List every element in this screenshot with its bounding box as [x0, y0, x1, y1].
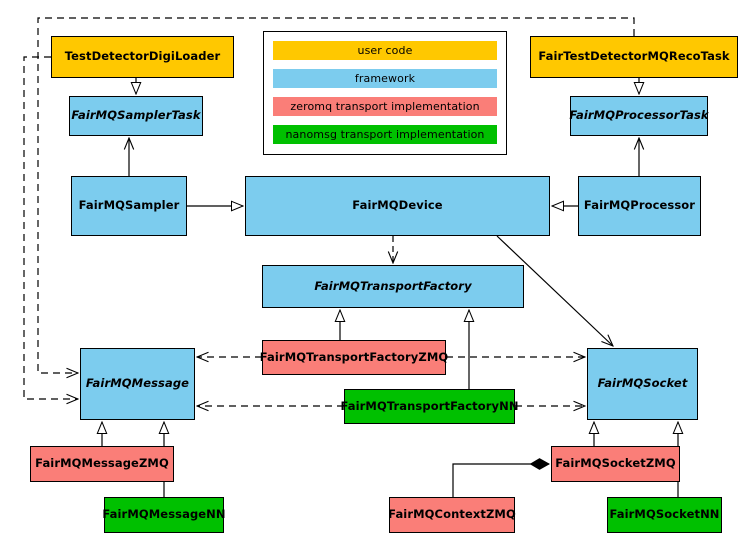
class-label-fairmqprocessortask: FairMQProcessorTask	[569, 108, 709, 123]
class-node-fairmqsocket[interactable]: FairMQSocket	[587, 348, 698, 420]
legend-label-user-code: user code	[357, 44, 413, 57]
class-label-fairmqsamplertask: FairMQSamplerTask	[71, 108, 201, 123]
class-node-fairmqmessagezmq[interactable]: FairMQMessageZMQ	[30, 446, 174, 482]
legend-label-zeromq: zeromq transport implementation	[290, 100, 480, 113]
legend-item-nanomsg: nanomsg transport implementation	[273, 125, 497, 144]
edge-contextzmq-socketzmq	[452, 464, 549, 497]
class-label-fairmqmessagenn: FairMQMessageNN	[102, 507, 226, 522]
class-label-fairmqprocessor: FairMQProcessor	[583, 198, 696, 213]
class-label-fairmqcontextzmq: FairMQContextZMQ	[388, 507, 516, 522]
class-label-fairmqsocketzmq: FairMQSocketZMQ	[555, 456, 676, 471]
class-node-fairmqtransportfactorynn[interactable]: FairMQTransportFactoryNN	[340, 389, 518, 424]
class-label-testdetectordigiloader: TestDetectorDigiLoader	[64, 49, 221, 64]
class-label-fairmqsocket: FairMQSocket	[597, 376, 688, 391]
legend: user code framework zeromq transport imp…	[263, 31, 507, 155]
class-node-fairtestdetectormqrecotask[interactable]: FairTestDetectorMQRecoTask	[530, 36, 738, 78]
class-node-fairmqmessagenn[interactable]: FairMQMessageNN	[102, 497, 226, 533]
class-label-fairmqdevice: FairMQDevice	[352, 198, 443, 213]
class-label-fairmqsampler: FairMQSampler	[78, 198, 180, 213]
legend-item-zeromq: zeromq transport implementation	[273, 97, 497, 116]
legend-item-framework: framework	[273, 69, 497, 88]
class-node-fairmqsocketnn[interactable]: FairMQSocketNN	[607, 497, 722, 533]
class-node-fairmqsamplertask[interactable]: FairMQSamplerTask	[69, 96, 203, 136]
class-node-fairmqtransportfactory[interactable]: FairMQTransportFactory	[262, 265, 524, 308]
class-label-fairmqsocketnn: FairMQSocketNN	[609, 507, 720, 522]
class-node-fairmqprocessor[interactable]: FairMQProcessor	[578, 176, 701, 236]
legend-label-nanomsg: nanomsg transport implementation	[285, 128, 485, 141]
class-node-fairmqtransportfactoryzmq[interactable]: FairMQTransportFactoryZMQ	[259, 340, 449, 375]
class-label-fairmqmessagezmq: FairMQMessageZMQ	[35, 456, 169, 471]
class-node-fairmqcontextzmq[interactable]: FairMQContextZMQ	[388, 497, 516, 533]
class-node-fairmqmessage[interactable]: FairMQMessage	[80, 348, 195, 420]
class-node-testdetectordigiloader[interactable]: TestDetectorDigiLoader	[51, 36, 234, 78]
class-label-fairmqtransportfactorynn: FairMQTransportFactoryNN	[340, 398, 519, 413]
class-node-fairmqsocketzmq[interactable]: FairMQSocketZMQ	[551, 446, 680, 482]
class-label-fairtestdetectormqrecotask: FairTestDetectorMQRecoTask	[538, 49, 730, 64]
class-label-fairmqtransportfactoryzmq: FairMQTransportFactoryZMQ	[259, 349, 449, 364]
class-node-fairmqsampler[interactable]: FairMQSampler	[71, 176, 187, 236]
class-node-fairmqprocessortask[interactable]: FairMQProcessorTask	[569, 96, 709, 136]
legend-item-user-code: user code	[273, 41, 497, 60]
class-label-fairmqtransportfactory: FairMQTransportFactory	[314, 278, 472, 293]
class-label-fairmqmessage: FairMQMessage	[85, 376, 190, 391]
legend-label-framework: framework	[354, 72, 416, 85]
class-node-fairmqdevice[interactable]: FairMQDevice	[245, 176, 550, 236]
